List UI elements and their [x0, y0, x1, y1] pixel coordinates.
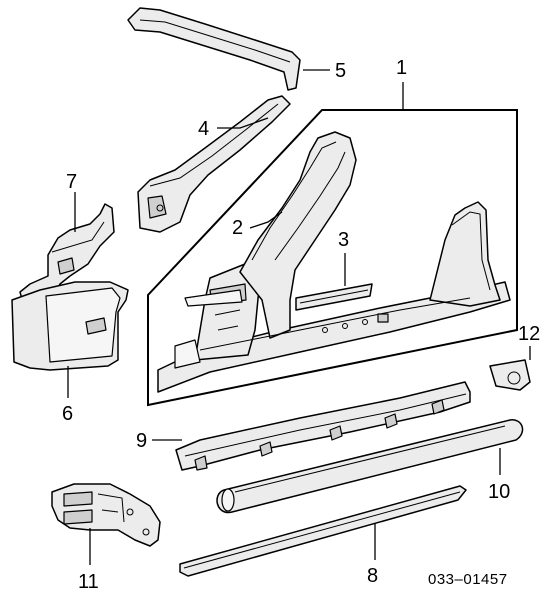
callout-9: 9 — [136, 430, 147, 452]
callout-labels: 1 2 3 4 5 6 7 8 9 10 11 12 033–01457 — [62, 57, 540, 593]
part-3-plate — [295, 283, 373, 311]
callout-4: 4 — [198, 118, 209, 140]
part-11-bracket — [51, 483, 161, 547]
callout-5: 5 — [335, 60, 346, 82]
part-1-inner-panel — [157, 131, 511, 393]
callout-12: 12 — [518, 323, 540, 345]
callout-7: 7 — [66, 171, 77, 193]
part-4-a-pillar — [137, 95, 291, 233]
part-12-bracket — [489, 359, 531, 391]
callout-11: 11 — [78, 571, 99, 593]
callout-6: 6 — [62, 403, 73, 425]
part-1-frame — [147, 109, 518, 407]
callout-3: 3 — [338, 229, 349, 251]
part-9-rocker-inner — [175, 381, 471, 471]
reference-code: 033–01457 — [428, 571, 508, 588]
callout-2: 2 — [232, 217, 243, 239]
leader-lines — [67, 69, 531, 565]
part-5-roof-rail — [127, 7, 301, 91]
part-10-rocker-tube — [216, 419, 524, 514]
part-6-panel — [11, 281, 129, 371]
callout-8: 8 — [367, 565, 378, 587]
part-8-molding — [179, 485, 467, 577]
callout-1: 1 — [396, 57, 407, 79]
callout-10: 10 — [488, 481, 510, 503]
